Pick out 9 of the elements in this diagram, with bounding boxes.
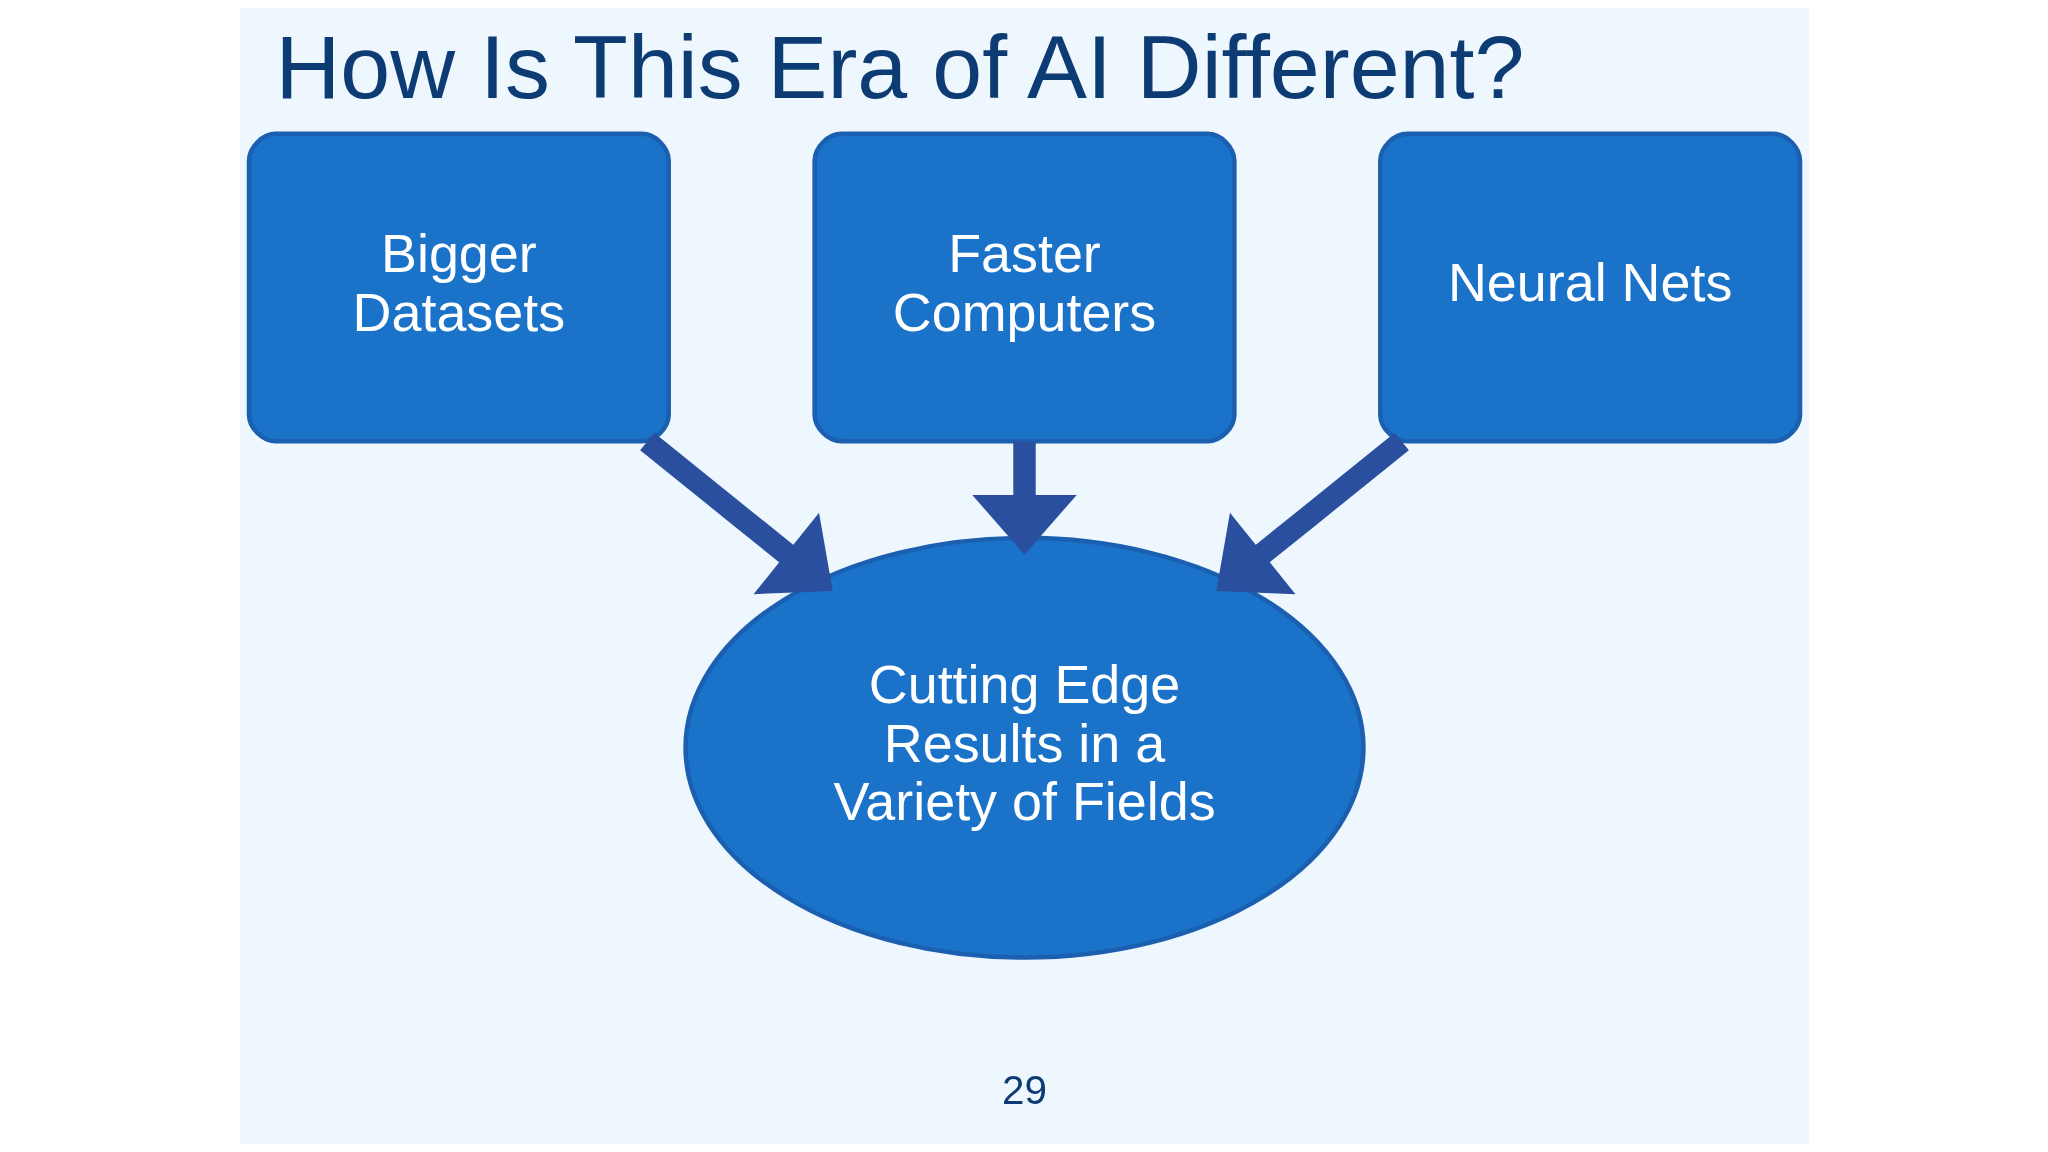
node-box: Neural Nets bbox=[1377, 131, 1802, 444]
node-box: Bigger Datasets bbox=[246, 131, 671, 444]
diagram-title: How Is This Era of AI Different? bbox=[274, 16, 1524, 117]
label: 29 bbox=[1001, 1067, 1047, 1114]
arrow bbox=[1215, 432, 1409, 595]
node-ellipse: Cutting Edge Results in a Variety of Fields bbox=[682, 535, 1366, 960]
arrow bbox=[639, 432, 833, 595]
arrow bbox=[971, 441, 1077, 555]
node-box: Faster Computers bbox=[811, 131, 1237, 444]
